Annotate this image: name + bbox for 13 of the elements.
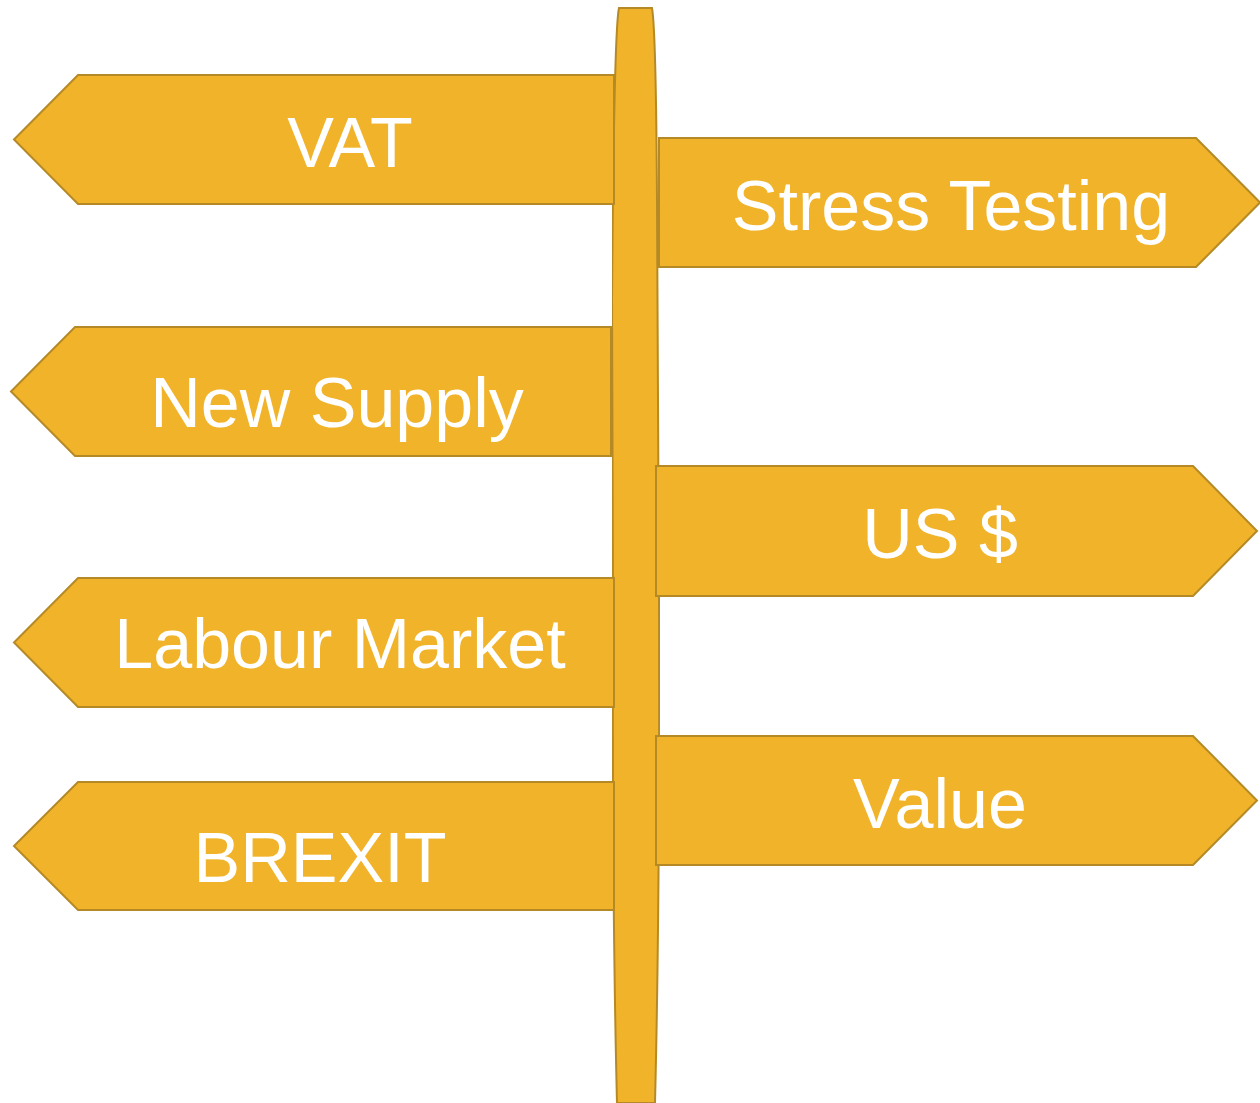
sign-label: US $	[862, 499, 1018, 569]
sign-label: Labour Market	[114, 609, 566, 679]
arrow-sign	[14, 782, 614, 910]
arrow-sign	[656, 466, 1257, 596]
arrow-sign	[14, 578, 614, 707]
sign-label: Value	[853, 769, 1027, 839]
arrow-sign	[659, 138, 1260, 267]
signpost-pole	[612, 7, 660, 1103]
arrow-sign	[656, 736, 1257, 865]
sign-label: VAT	[287, 108, 413, 178]
arrow-sign	[11, 327, 611, 456]
sign-label: BREXIT	[193, 823, 447, 893]
arrow-sign	[14, 75, 614, 204]
